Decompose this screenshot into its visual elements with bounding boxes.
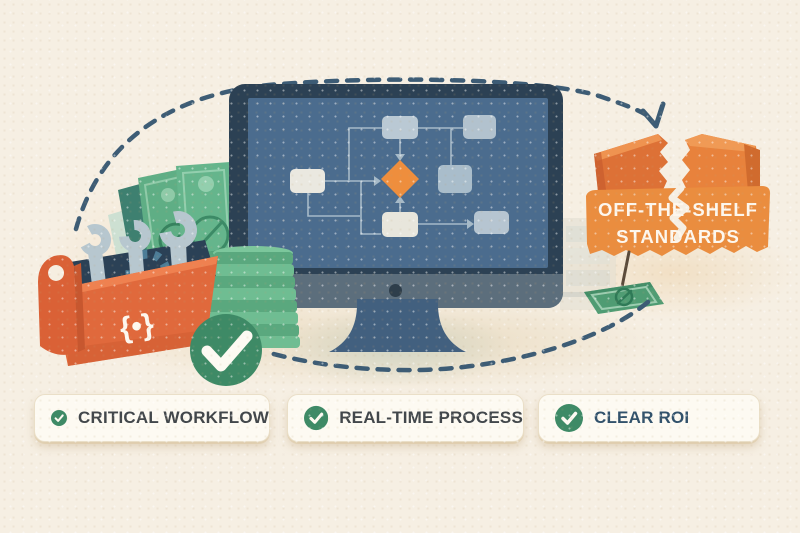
toolbox-handle-end bbox=[38, 255, 78, 355]
badge-label: CRITICAL WORKFLOW bbox=[78, 408, 269, 427]
flowchart-node bbox=[382, 212, 418, 237]
standards-banner-text: OFF-THE-SHELF STANDARDS bbox=[586, 196, 770, 252]
flowchart-nodes bbox=[290, 115, 509, 237]
banner-line2: STANDARDS bbox=[616, 226, 740, 247]
badge-label: REAL-TIME PROCESS bbox=[339, 408, 523, 427]
badge-label: CLEAR ROI bbox=[594, 408, 690, 427]
monitor-stand bbox=[329, 299, 466, 352]
flowchart-node bbox=[463, 115, 496, 139]
check-circle-icon bbox=[190, 314, 262, 386]
badge-check-icon bbox=[51, 410, 67, 426]
top-dashed-arrow bbox=[73, 77, 666, 232]
badge-critical-workflow: CRITICAL WORKFLOW bbox=[34, 394, 270, 442]
code-braces-glyph: {•} bbox=[118, 308, 156, 345]
badge-clear-roi: CLEAR ROI bbox=[538, 394, 760, 442]
badge-check-icon bbox=[304, 405, 329, 431]
banner-line1: OFF-THE-SHELF bbox=[598, 199, 758, 221]
badge-check-icon bbox=[555, 404, 583, 432]
badge-real-time-process: REAL-TIME PROCESS bbox=[287, 394, 524, 442]
flowchart-node bbox=[438, 165, 472, 193]
flowchart-diamond bbox=[381, 160, 419, 198]
arrowhead-icon bbox=[640, 101, 666, 129]
dollar-bill-icon bbox=[584, 282, 664, 314]
flowchart-arrowheads bbox=[374, 154, 474, 229]
flowchart-node bbox=[474, 211, 509, 234]
flowchart-node bbox=[382, 116, 418, 139]
bottom-dashed-path bbox=[263, 299, 651, 373]
flowchart-icon bbox=[290, 115, 509, 237]
